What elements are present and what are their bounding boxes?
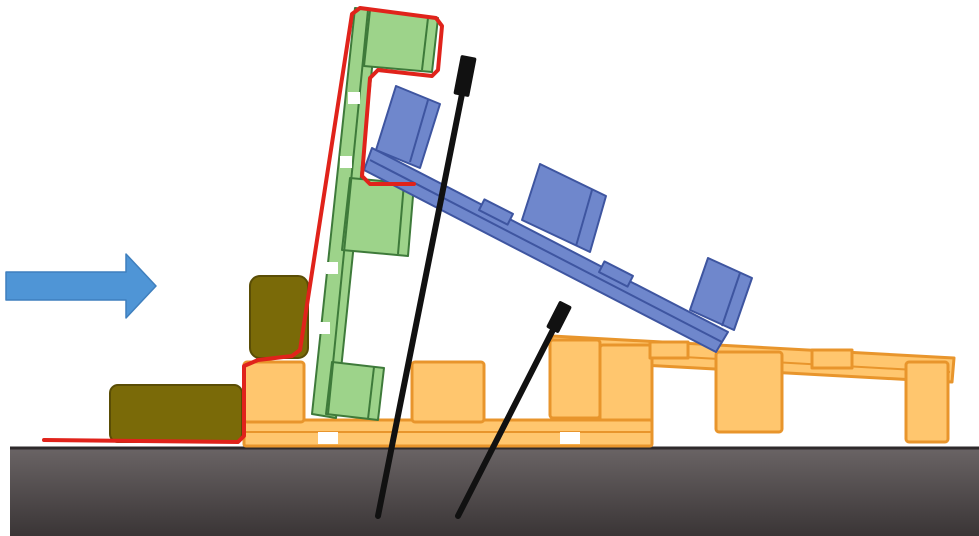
black-pole-left bbox=[375, 55, 477, 519]
red-outline bbox=[42, 6, 444, 444]
push-arrow bbox=[5, 253, 157, 319]
orange-pallet-base bbox=[242, 360, 654, 448]
black-pole-right bbox=[455, 301, 572, 519]
ground bbox=[10, 446, 979, 536]
blue-tilted-pallet bbox=[363, 85, 753, 353]
green-tilted-pallet bbox=[311, 7, 439, 421]
brown-block-lower bbox=[109, 384, 243, 443]
orange-pallet-right bbox=[548, 334, 956, 444]
